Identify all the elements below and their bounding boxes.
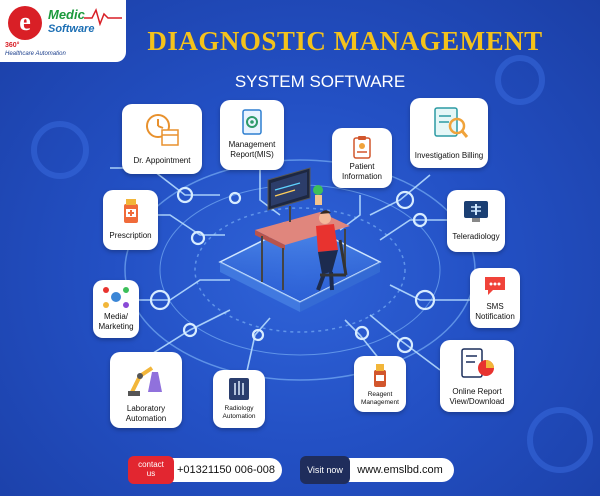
- module-card-sms-notification: SMS Notification: [470, 268, 520, 328]
- search-document-icon: [434, 107, 469, 138]
- module-card-teleradiology: Teleradiology: [447, 190, 505, 252]
- module-card-prescription: Prescription: [103, 190, 158, 250]
- module-card-radiology-automation: Radiology Automation: [213, 370, 265, 428]
- module-card-investigation-billing: Investigation Billing: [410, 98, 488, 168]
- module-card-patient-information: Patient Information: [332, 128, 392, 188]
- module-label: Investigation Billing: [414, 151, 484, 160]
- social-media-icon: [103, 287, 129, 308]
- module-card-online-report: Online Report View/Download: [440, 340, 514, 412]
- module-label: Dr. Appointment: [133, 156, 191, 165]
- xray-monitor-icon: [464, 201, 488, 222]
- medicine-bottle-icon: [123, 199, 138, 223]
- contact-us-button[interactable]: contact us: [128, 456, 174, 484]
- module-label: Prescription: [109, 231, 152, 240]
- module-label: Laboratory Automation: [125, 404, 167, 423]
- module-card-laboratory-automation: Laboratory Automation: [110, 352, 182, 428]
- module-label: Online Report View/Download: [449, 387, 505, 406]
- module-card-dr-appointment: Dr. Appointment: [122, 104, 202, 174]
- logo-360-text: 360°: [5, 42, 20, 49]
- report-gear-icon: [242, 109, 262, 135]
- module-label: Media/ Marketing: [98, 312, 134, 331]
- module-card-media-marketing: Media/ Marketing: [93, 280, 139, 338]
- chat-bubble-icon: [485, 277, 505, 295]
- module-card-management-report: Management Report(MIS): [220, 100, 284, 170]
- heartbeat-icon: [84, 7, 122, 26]
- logo-medic-text: Medic: [48, 7, 85, 22]
- visit-now-button[interactable]: Visit now: [300, 456, 350, 484]
- logo-software-text: Software: [48, 23, 95, 35]
- xray-hand-icon: [229, 378, 249, 400]
- clipboard-patient-icon: [353, 136, 371, 159]
- website-url[interactable]: www.emslbd.com: [346, 458, 454, 482]
- module-label: Patient Information: [341, 162, 383, 181]
- module-label: Teleradiology: [452, 232, 500, 241]
- module-label: Radiology Automation: [222, 405, 256, 420]
- logo-mark: e: [8, 6, 42, 40]
- reagent-bottle-icon: [374, 364, 386, 387]
- page-subtitle: SYSTEM SOFTWARE: [234, 72, 406, 91]
- online-report-icon: [461, 348, 494, 378]
- module-label: Management Report(MIS): [228, 140, 276, 159]
- company-logo: e Medic Software 360° Healthcare Automat…: [0, 0, 126, 62]
- calendar-clock-icon: [146, 114, 179, 146]
- module-label: SMS Notification: [475, 302, 515, 321]
- module-label: Reagent Management: [361, 391, 399, 406]
- lab-robot-icon: [128, 366, 162, 396]
- page-title: DIAGNOSTIC MANAGEMENT: [147, 26, 543, 56]
- phone-number[interactable]: +01321150 006-008: [170, 458, 282, 482]
- logo-tagline: Healthcare Automation: [5, 51, 66, 57]
- module-card-reagent-management: Reagent Management: [354, 356, 406, 412]
